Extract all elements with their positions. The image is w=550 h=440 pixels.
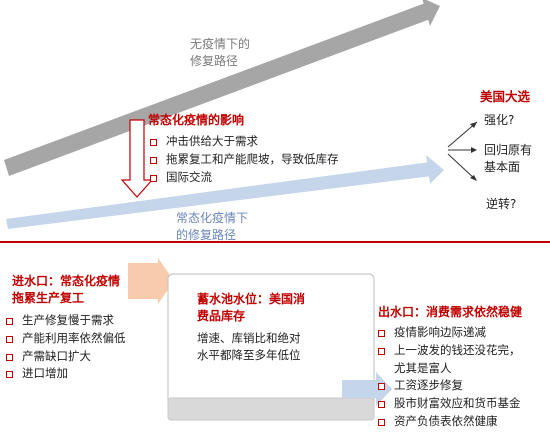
branch-return: 回归原有 基本面 <box>484 143 533 175</box>
gray-arrow-head <box>422 0 440 26</box>
inflow-title: 进水口：常态化疫情 拖累生产复工 <box>12 274 121 306</box>
list-item: 拖累复工和产能爬坡，导致低库存 <box>148 151 339 169</box>
list-item: 生产修复慢于需求 <box>4 312 126 330</box>
reservoir-water <box>167 397 375 421</box>
outflow-arrow <box>342 372 392 406</box>
branch-strengthen: 强化? <box>484 113 515 127</box>
inflow-arrow <box>128 258 174 304</box>
down-hollow-arrow <box>120 119 154 198</box>
branch-line-up <box>447 121 478 148</box>
impact-list: 冲击供给大于需求 拖累复工和产能爬坡，导致低库存 国际交流 <box>148 133 339 186</box>
list-item: 上一波发的钱还没花完， 尤其是富人 <box>376 342 521 378</box>
no-pandemic-label: 无疫情下的 修复路径 <box>190 37 251 69</box>
impact-title: 常态化疫情的影响 <box>148 113 245 127</box>
list-item: 疫情影响边际递减 <box>376 324 521 342</box>
list-item: 资产负债表依然健康 <box>376 413 521 431</box>
section-divider <box>0 241 550 243</box>
blue-trend-arrow <box>6 162 432 229</box>
list-item: 进口增加 <box>4 365 126 383</box>
reservoir-body: 增速、库销比和绝对 水平都降至多年低位 <box>197 331 301 362</box>
gray-trend-arrow <box>4 2 433 176</box>
list-item: 工资逐步修复 <box>376 377 521 395</box>
list-item: 产能利用率依然偏低 <box>4 330 126 348</box>
inflow-list: 生产修复慢于需求 产能利用率依然偏低 产需缺口扩大 进口增加 <box>4 312 126 383</box>
outflow-title: 出水口：消费需求依然稳健 <box>378 305 523 319</box>
normalized-pandemic-label: 常态化疫情下 的修复路径 <box>176 211 249 243</box>
outflow-list: 疫情影响边际递减 上一波发的钱还没花完， 尤其是富人 工资逐步修复 股市财富效应… <box>376 324 521 431</box>
list-item: 产需缺口扩大 <box>4 348 126 366</box>
reservoir-title: 蓄水池水位：美国消 费品库存 <box>197 292 306 324</box>
election-title: 美国大选 <box>480 89 531 104</box>
blue-arrow-head <box>426 155 444 184</box>
branch-line-down <box>447 153 477 181</box>
branch-reverse: 逆转? <box>486 197 517 211</box>
list-item: 冲击供给大于需求 <box>148 133 339 151</box>
list-item: 股市财富效应和货币基金 <box>376 395 521 413</box>
list-item: 国际交流 <box>148 169 339 187</box>
